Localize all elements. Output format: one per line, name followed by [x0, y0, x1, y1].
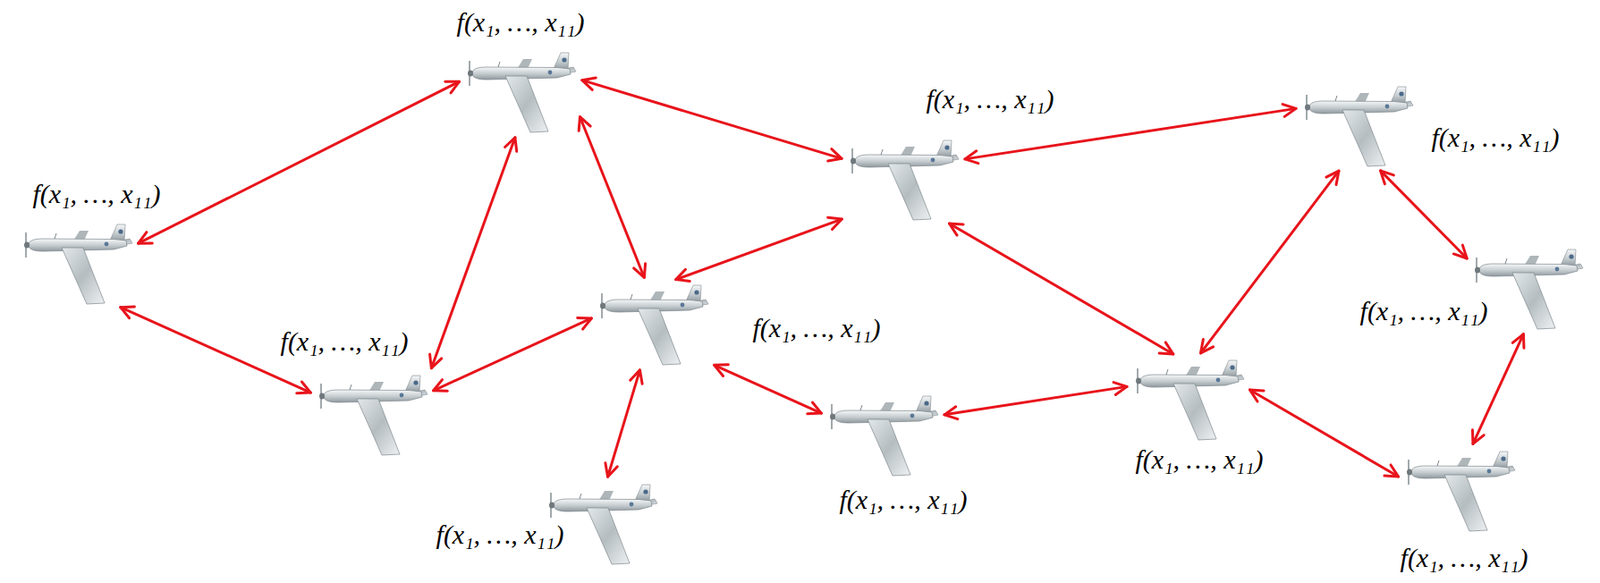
drone-icon: [1401, 447, 1518, 534]
drone-icon: [313, 371, 431, 458]
drone-icon: [829, 396, 939, 476]
double-arrow: [1380, 170, 1468, 259]
function-label: f(x₁, …, x₁₁): [1400, 542, 1529, 575]
drone-node: f(x₁, …, x₁₁): [824, 391, 941, 478]
drone-icon: [600, 285, 709, 365]
double-arrow: [714, 364, 822, 414]
function-label: f(x₁, …, x₁₁): [33, 178, 161, 211]
drone-node: f(x₁, …, x₁₁): [594, 280, 712, 367]
double-arrow: [608, 370, 641, 477]
drone-icon: [850, 140, 959, 221]
drone-icon: [1406, 451, 1516, 532]
drone-icon: [549, 484, 658, 565]
double-arrow: [1473, 334, 1524, 445]
drone-icon: [18, 220, 136, 306]
function-label: f(x₁, …, x₁₁): [1360, 296, 1489, 328]
function-label: f(x₁, …, x₁₁): [839, 484, 968, 517]
double-arrow: [948, 223, 1173, 355]
double-arrow: [582, 80, 842, 160]
drone-icon: [1135, 360, 1245, 441]
function-label: f(x₁, …, x₁₁): [926, 84, 1055, 116]
double-arrow: [579, 117, 644, 279]
function-label: f(x₁, …, x₁₁): [457, 7, 585, 39]
function-label: f(x₁, …, x₁₁): [436, 519, 565, 551]
drone-node: f(x₁, …, x₁₁): [1401, 447, 1518, 534]
drone-icon: [462, 48, 579, 135]
function-label: f(x₁, …, x₁₁): [1431, 122, 1560, 154]
drone-node: f(x₁, …, x₁₁): [1299, 82, 1416, 169]
drone-node: f(x₁, …, x₁₁): [1130, 355, 1247, 442]
drone-icon: [1474, 249, 1584, 330]
double-arrow: [676, 219, 843, 280]
drone-icon: [319, 375, 428, 456]
drone-icon: [594, 280, 712, 367]
drone-icon: [1130, 355, 1247, 442]
double-arrow: [431, 137, 516, 369]
drone-icon: [1304, 86, 1414, 167]
drone-icon: [824, 391, 941, 478]
drone-icon: [467, 52, 576, 133]
double-arrow: [433, 318, 593, 391]
double-arrow: [944, 386, 1127, 415]
drone-icon: [845, 135, 962, 222]
drone-node: f(x₁, …, x₁₁): [462, 48, 579, 135]
drone-icon: [1299, 82, 1416, 169]
double-arrow: [1249, 389, 1398, 477]
drone-node: f(x₁, …, x₁₁): [18, 220, 136, 306]
drone-icon: [24, 224, 133, 305]
drone-node: f(x₁, …, x₁₁): [845, 135, 962, 222]
drone-node: f(x₁, …, x₁₁): [543, 480, 661, 567]
drone-node: f(x₁, …, x₁₁): [1469, 245, 1586, 331]
drone-node: f(x₁, …, x₁₁): [313, 371, 431, 458]
double-arrow: [1200, 170, 1338, 354]
double-arrow: [965, 108, 1296, 160]
double-arrow: [138, 81, 460, 244]
function-label: f(x₁, …, x₁₁): [280, 326, 409, 358]
function-label: f(x₁, …, x₁₁): [1135, 444, 1264, 476]
function-label: f(x₁, …, x₁₁): [753, 313, 881, 345]
